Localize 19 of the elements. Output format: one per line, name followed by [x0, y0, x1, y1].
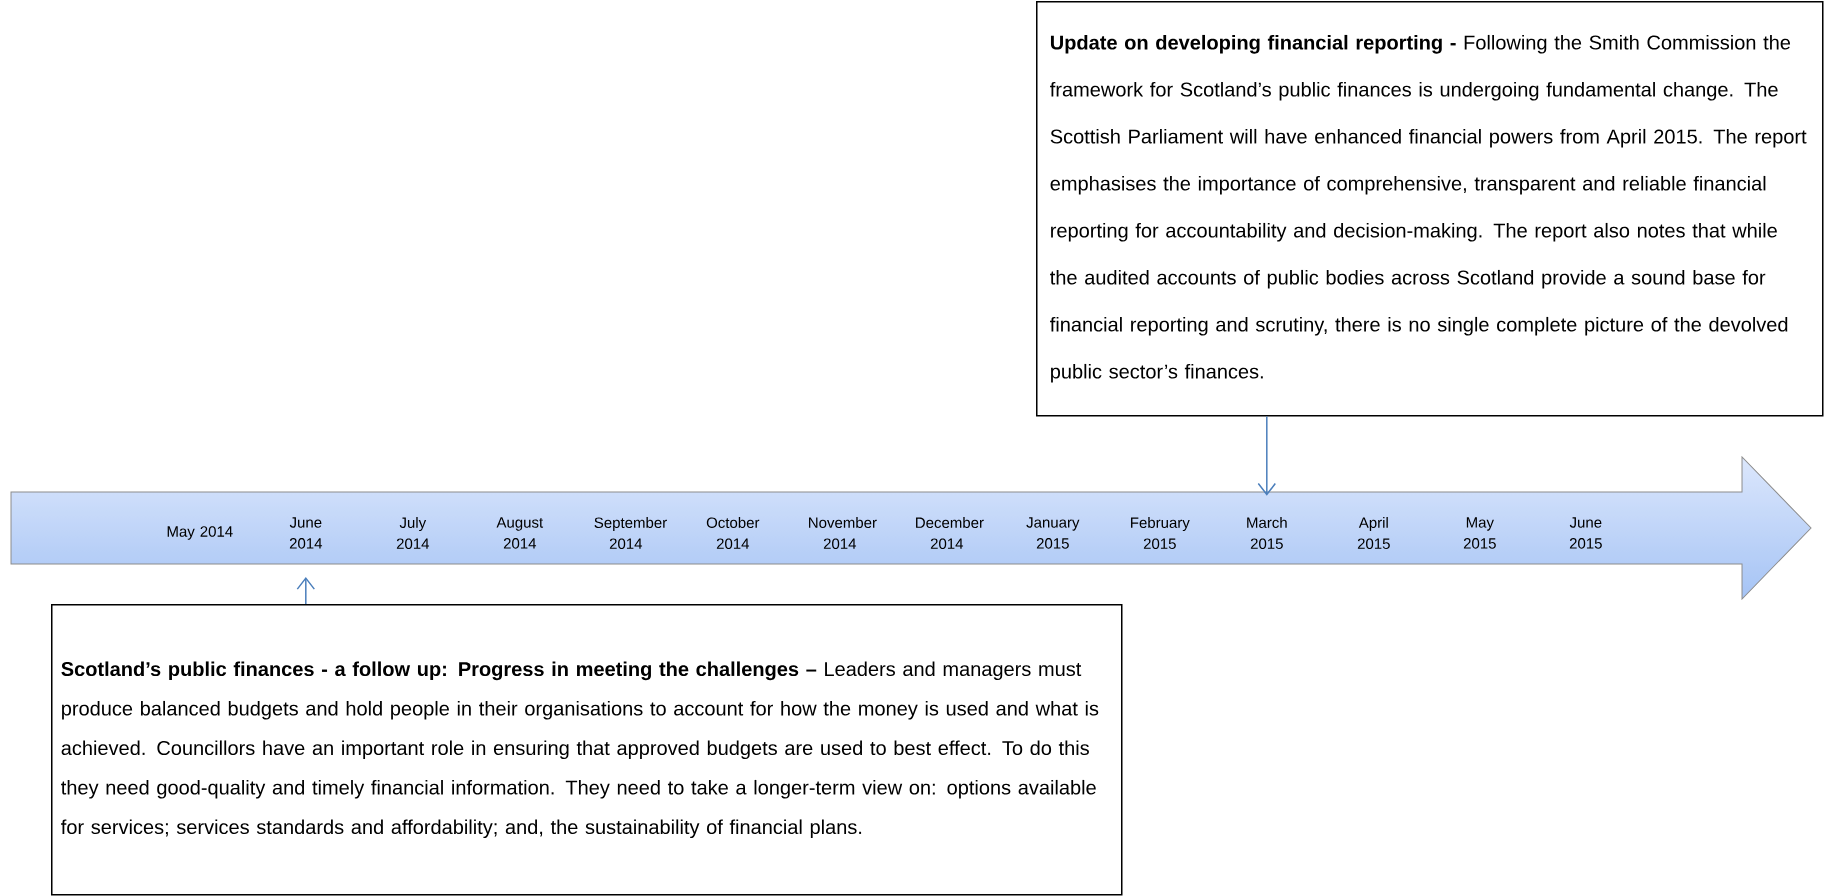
arrow	[1257, 415, 1277, 496]
month-label: July 2014	[396, 517, 430, 549]
month-label: March 2015	[1247, 517, 1287, 549]
month-label: September 2014	[594, 517, 667, 549]
month-label: January 2015	[1026, 517, 1080, 549]
month-label: August 2014	[496, 517, 544, 549]
arrow	[296, 576, 316, 605]
month-label: May 2015	[1463, 517, 1496, 549]
month-label: June 2014	[289, 517, 323, 549]
month-label: May 2014	[167, 526, 233, 540]
timeline-arrow	[10, 456, 1812, 600]
month-label: June 2015	[1569, 517, 1602, 549]
text-box: Scotland’s public finances - a follow up: Progress in meeting the challenges – Leaders and managers must produce balanced budgets and hold people in their organisations to account for how the money is used and what is achieved. Councillors have an important role in ensuring that approved budgets are used to best effect. To do this they need good-quality and timely financial information. They need to take a longer-term view on: options available for services; services standards and affordability; and, the sustainability of financial plans.	[51, 604, 1123, 896]
month-label: December 2014	[916, 517, 984, 549]
month-label: April 2015	[1357, 517, 1390, 549]
month-label: November 2014	[809, 517, 877, 549]
month-label: October 2014	[706, 517, 760, 549]
month-label: February 2015	[1131, 517, 1190, 549]
text-box: Update on developing financial reporting - Following the Smith Commission the framework for Scotland’s public finances is undergoing fundamental change. The Scottish Parliament will have enhanced financial powers from April 2015. The report emphasises the importance of comprehensive, transparent and reliable financial reporting for accountability and decision-making. The report also notes that while the audited accounts of public bodies across Scotland provide a sound base for financial reporting and scrutiny, there is no single complete picture of the devolved public sector’s finances.	[1036, 1, 1824, 417]
